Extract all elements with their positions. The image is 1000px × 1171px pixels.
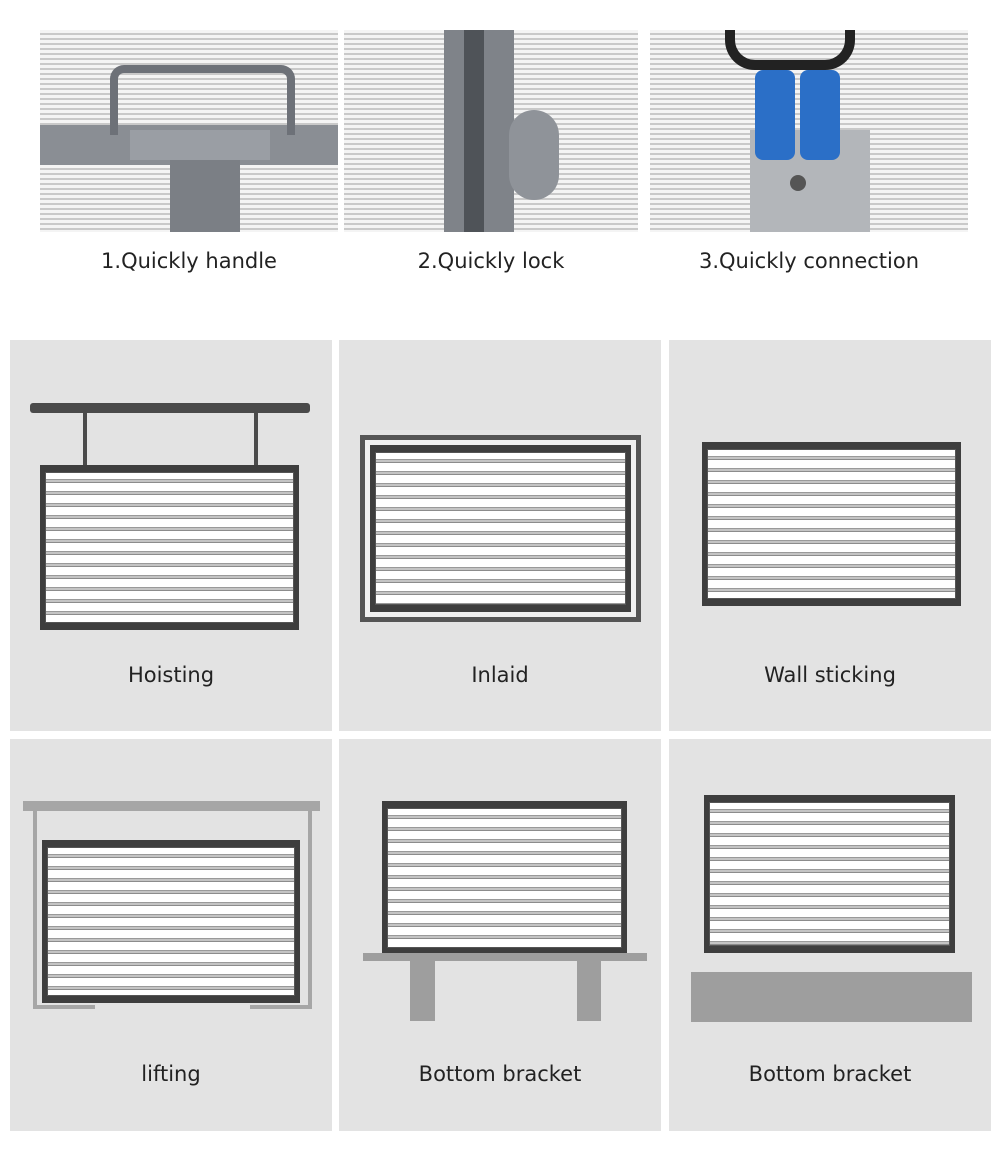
method-label: Bottom bracket: [748, 1062, 912, 1086]
method-lifting: lifting: [10, 739, 332, 1131]
method-label: Inlaid: [471, 663, 529, 687]
feature-caption-connection: 3.Quickly connection: [698, 249, 920, 273]
lock-photo: [344, 30, 638, 232]
led-screen-icon: [42, 840, 300, 1003]
led-screen-icon: [702, 442, 961, 606]
led-screen-icon: [704, 795, 955, 953]
method-label: Wall sticking: [764, 663, 896, 687]
led-screen-icon: [40, 465, 299, 630]
method-bottom-bracket-base: Bottom bracket: [669, 739, 991, 1131]
feature-caption-handle: 1.Quickly handle: [101, 249, 277, 273]
method-bottom-bracket-legs: Bottom bracket: [339, 739, 661, 1131]
method-wall-sticking: Wall sticking: [669, 340, 991, 731]
method-label: lifting: [141, 1062, 201, 1086]
led-screen-icon: [370, 445, 631, 612]
method-label: Hoisting: [127, 663, 215, 687]
feature-caption-lock: 2.Quickly lock: [417, 249, 565, 273]
method-inlaid: Inlaid: [339, 340, 661, 731]
handle-photo: [40, 30, 338, 232]
method-label: Bottom bracket: [418, 1062, 582, 1086]
led-screen-icon: [382, 801, 627, 955]
connector-photo: [650, 30, 968, 232]
method-hoisting: Hoisting: [10, 340, 332, 731]
